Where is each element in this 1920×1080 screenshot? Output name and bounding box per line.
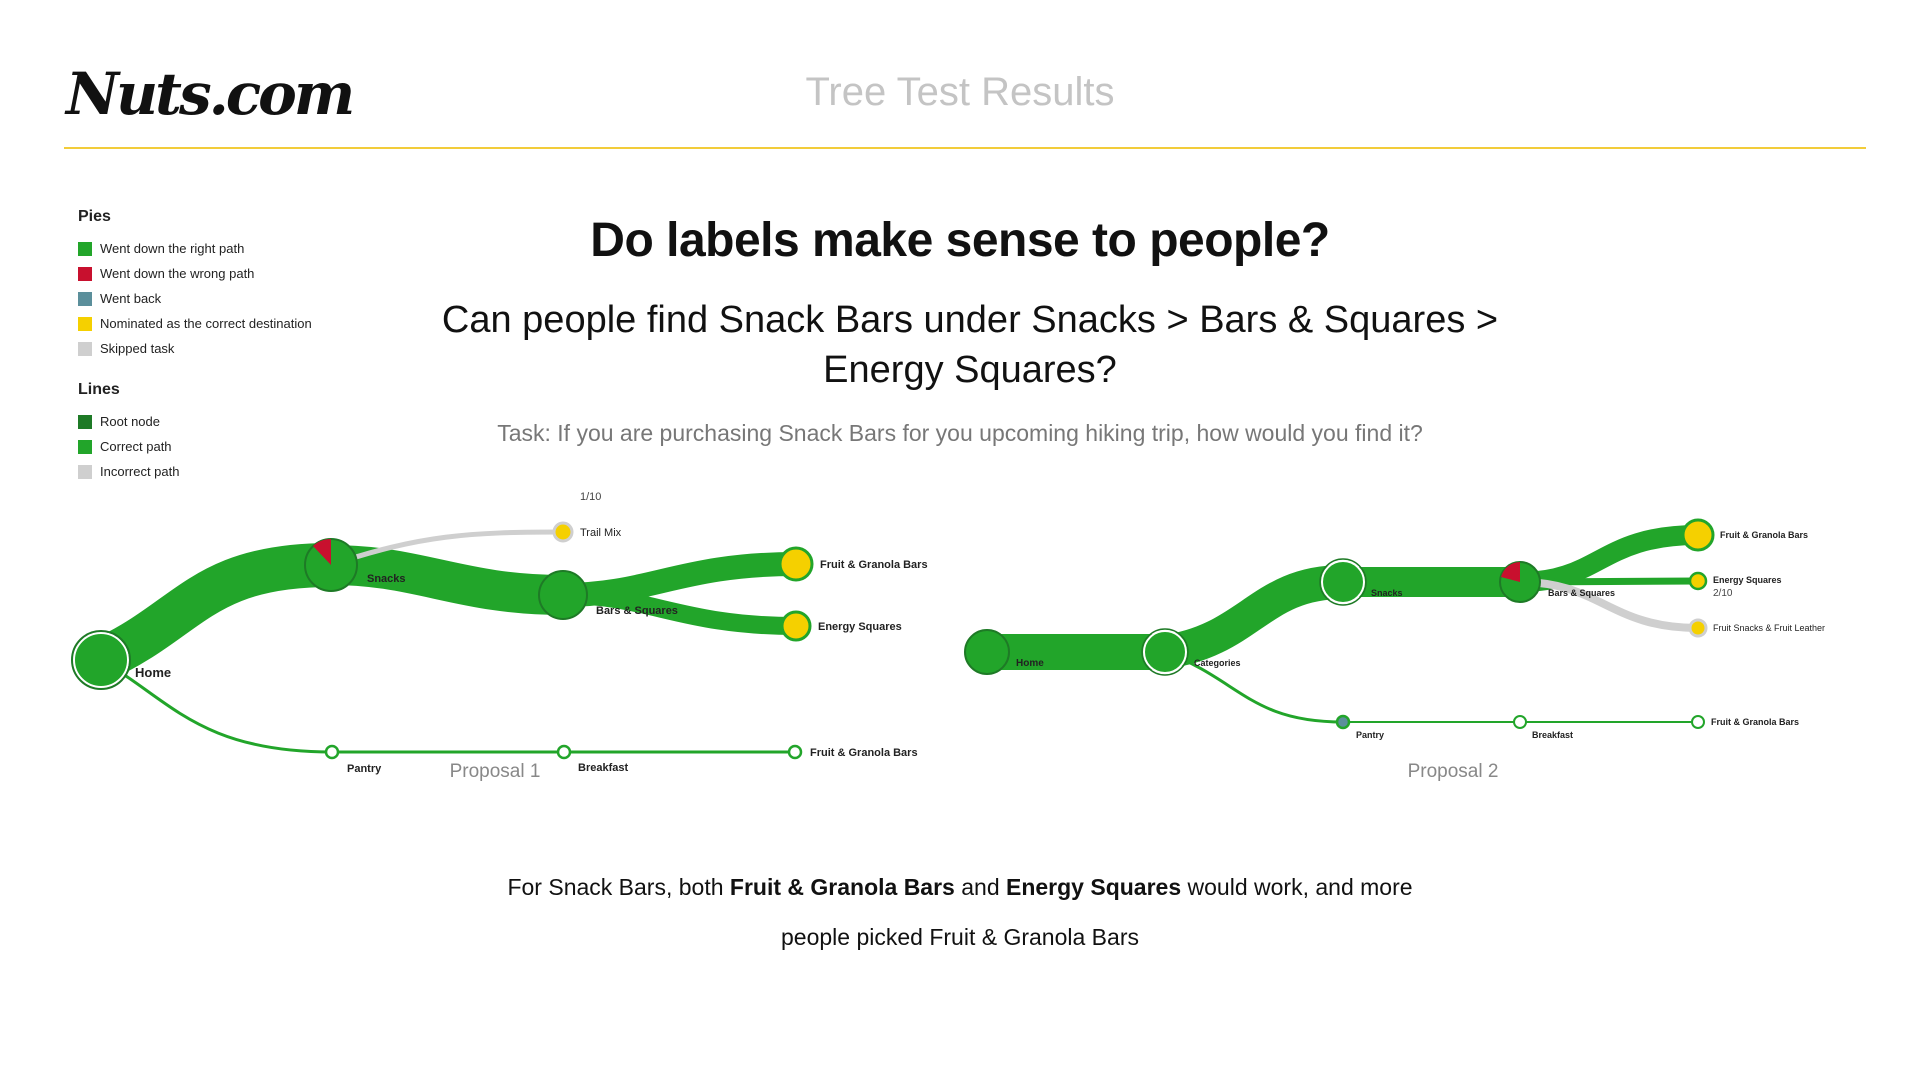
p2-label-bars-squares: Bars & Squares [1548, 588, 1615, 598]
p1-node-breakfast [556, 744, 572, 760]
conclusion: For Snack Bars, both Fruit & Granola Bar… [0, 862, 1920, 962]
p2-label-fruit-granola: Fruit & Granola Bars [1720, 530, 1808, 540]
legend-label: Went back [100, 291, 162, 306]
proposal1-tree: Home Snacks Bars & Squares 1/10 Trail Mi… [71, 491, 928, 775]
conclusion-text: and [954, 874, 1006, 900]
p2-node-categories [1143, 630, 1187, 674]
p1-label-breakfast: Breakfast [578, 762, 628, 774]
legend-item-correct-path: Correct path [78, 434, 312, 459]
p2-label-breakfast: Breakfast [1532, 730, 1573, 740]
legend-item-wrong-path: Went down the wrong path [78, 261, 312, 286]
page-header-title: Tree Test Results [805, 70, 1115, 114]
legend-label: Incorrect path [100, 464, 180, 479]
conclusion-emphasis: Fruit & Granola Bars [729, 874, 955, 900]
legend-swatch-grey [78, 341, 92, 356]
header-divider [64, 147, 1866, 149]
legend-swatch-red [78, 266, 92, 281]
p2-node-breakfast [1513, 715, 1527, 729]
legend-swatch-green [78, 241, 92, 256]
p1-label-trail-mix-count: 1/10 [580, 491, 601, 503]
legend-swatch-grey [78, 464, 92, 479]
question-subtitle: Can people find Snack Bars under Snacks … [400, 295, 1540, 395]
p1-node-bars-squares [538, 570, 588, 620]
p1-label-trail-mix: Trail Mix [580, 527, 622, 539]
conclusion-text: For Snack Bars, both [507, 874, 730, 900]
p1-node-energy-squares [780, 610, 812, 642]
question-subtitle-line2: Energy Squares? [823, 349, 1117, 391]
p1-label-snacks: Snacks [367, 573, 406, 585]
proposal1-caption: Proposal 1 [449, 761, 541, 782]
p2-label-categories: Categories [1194, 658, 1241, 668]
legend-label: Root node [100, 414, 160, 429]
p2-label-home: Home [1016, 658, 1044, 669]
legend-label: Went down the wrong path [100, 266, 255, 281]
p1-label-bars-squares: Bars & Squares [596, 605, 678, 617]
p2-pie-bars-wrong [1501, 562, 1520, 582]
p2-label-pantry: Pantry [1356, 730, 1384, 740]
legend-pies-title: Pies [78, 208, 111, 225]
question-title: Do labels make sense to people? [590, 214, 1330, 267]
legend-item-nominated: Nominated as the correct destination [78, 311, 312, 336]
p1-node-home [73, 632, 129, 688]
p2-node-home [964, 629, 1010, 675]
p2-label-energy-squares: Energy Squares [1713, 575, 1782, 585]
legend-swatch-dark-green [78, 414, 92, 429]
p1-label-fruit-granola-lower: Fruit & Granola Bars [810, 747, 918, 759]
p1-path-bars-energy [562, 586, 797, 635]
p2-node-fruit-granola-lower [1691, 715, 1705, 729]
p2-label-energy-squares-count: 2/10 [1713, 588, 1733, 599]
conclusion-line1: For Snack Bars, both Fruit & Granola Bar… [0, 862, 1920, 912]
legend-swatch-green [78, 439, 92, 454]
p2-label-snacks: Snacks [1371, 588, 1403, 598]
p2-node-snacks [1321, 560, 1365, 604]
p2-path-categories-snacks [1162, 565, 1344, 669]
p2-label-fruit-granola-lower: Fruit & Granola Bars [1711, 717, 1799, 727]
question-subtitle-line1: Can people find Snack Bars under Snacks … [441, 299, 1499, 341]
p1-node-pantry [324, 744, 340, 760]
legend-item-right-path: Went down the right path [78, 236, 312, 261]
p1-label-pantry: Pantry [347, 763, 382, 775]
p1-node-fruit-granola-lower [787, 744, 803, 760]
legend-label: Correct path [100, 439, 172, 454]
p2-path-categories-pantry [1164, 650, 1344, 724]
proposal2-tree: Home Categories Snacks Bars & Squares Fr… [964, 518, 1825, 740]
p2-node-energy-squares [1688, 571, 1708, 591]
legend-item-skipped: Skipped task [78, 336, 312, 361]
legend-label: Skipped task [100, 341, 175, 356]
proposal2-caption: Proposal 2 [1407, 761, 1499, 782]
p2-label-fruit-snacks: Fruit Snacks & Fruit Leather [1713, 623, 1825, 633]
p2-node-fruit-snacks [1688, 618, 1708, 638]
legend-item-went-back: Went back [78, 286, 312, 311]
p1-node-trail-mix [552, 521, 574, 543]
legend-item-incorrect-path: Incorrect path [78, 459, 312, 484]
legend-swatch-teal [78, 291, 92, 306]
p1-label-energy-squares: Energy Squares [818, 621, 902, 633]
p1-label-home: Home [135, 665, 171, 680]
nuts-logo: Nuts.com [66, 60, 355, 128]
legend-label: Nominated as the correct destination [100, 316, 312, 331]
legend-swatch-yellow [78, 316, 92, 331]
conclusion-text: would work, and more [1181, 874, 1413, 900]
p2-node-fruit-granola [1681, 518, 1715, 552]
p1-path-snacks-trailmix [330, 529, 564, 568]
p1-path-home-snacks [91, 543, 332, 681]
legend-label: Went down the right path [100, 241, 245, 256]
legend: Pies Went down the right path Went down … [78, 208, 312, 484]
legend-lines-title: Lines [78, 381, 120, 398]
p2-path-bars-fruitsnacks [1519, 578, 1699, 632]
p1-path-snacks-bars [330, 545, 564, 615]
task-description: Task: If you are purchasing Snack Bars f… [497, 420, 1423, 446]
legend-item-root-node: Root node [78, 409, 312, 434]
conclusion-line2: people picked Fruit & Granola Bars [781, 924, 1139, 950]
p2-path-bars-fruit [1519, 525, 1699, 592]
p1-pie-snacks-wrong [313, 538, 331, 565]
conclusion-emphasis: Energy Squares [1006, 874, 1182, 900]
p1-node-fruit-granola [778, 546, 814, 582]
p1-node-home-ring [71, 630, 131, 690]
p2-node-snacks-ring [1319, 558, 1367, 606]
p1-label-fruit-granola: Fruit & Granola Bars [820, 559, 928, 571]
p2-node-pantry [1335, 714, 1351, 730]
p2-node-categories-ring [1141, 628, 1189, 676]
